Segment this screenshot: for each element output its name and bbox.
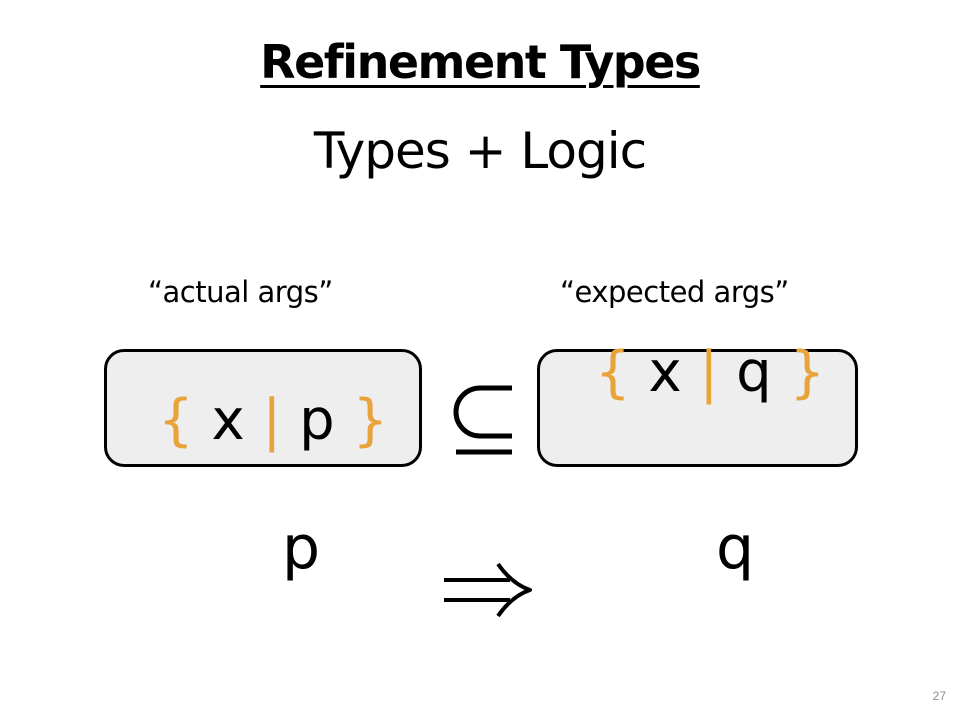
- actual-args-box: [104, 349, 422, 467]
- actual-args-caption: “actual args”: [148, 275, 333, 309]
- actual-refinement-set: { x | p }: [158, 385, 388, 457]
- open-brace: {: [158, 388, 194, 453]
- expected-args-caption: “expected args”: [560, 275, 789, 309]
- set-bar: |: [262, 388, 282, 453]
- set-predicate: q: [736, 340, 772, 405]
- predicate-p: p: [282, 513, 321, 583]
- set-variable: x: [648, 340, 682, 405]
- set-variable: x: [211, 388, 245, 453]
- open-brace: {: [595, 340, 631, 405]
- expected-refinement-set: { x | q }: [595, 337, 825, 409]
- set-bar: |: [699, 340, 719, 405]
- set-predicate: p: [299, 388, 335, 453]
- subseteq-icon: [453, 385, 512, 455]
- implies-arrow-icon: [444, 562, 532, 618]
- expected-args-box: [537, 349, 858, 467]
- slide-subtitle: Types + Logic: [313, 122, 647, 180]
- close-brace: }: [789, 340, 826, 405]
- slide-number: 27: [932, 689, 946, 703]
- predicate-q: q: [716, 513, 755, 583]
- slide-title: Refinement Types: [260, 35, 701, 89]
- close-brace: }: [352, 388, 389, 453]
